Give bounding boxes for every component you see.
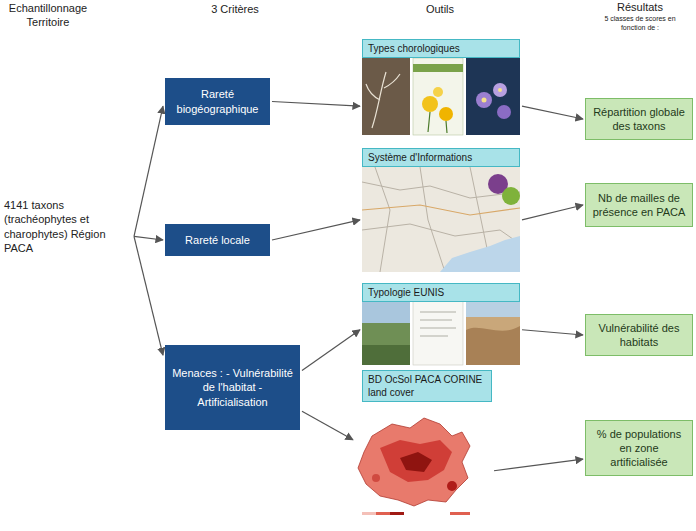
column-header: Outils — [400, 3, 480, 17]
node-text: % de populations en zone artificialisée — [592, 427, 686, 470]
column-header: Echantillonnage Territoire — [2, 2, 94, 30]
node-text: Menaces : - Vulnérabilité de l'habitat -… — [172, 366, 293, 409]
tool-header: BD OcSol PACA CORINE land cover — [362, 370, 492, 402]
tool-header: Système d'Informations — [362, 148, 520, 167]
node-text: 4141 taxons (trachéophytes et charophyte… — [4, 198, 132, 255]
node-text: Répartition globale des taxons — [592, 105, 686, 134]
arrow-connector — [134, 236, 163, 355]
arrow-connector — [522, 330, 583, 335]
tool-box: Système d'Informations — [362, 148, 520, 272]
criterion-box: Menaces : - Vulnérabilité de l'habitat -… — [165, 345, 300, 430]
node-text: Vulnérabilité des habitats — [592, 321, 686, 350]
eunis-photos — [362, 301, 520, 365]
column-subheader: 5 classes de scores en fonction de : — [598, 15, 682, 33]
tool-box: Types chorologiques — [362, 39, 520, 135]
node-text: Rareté locale — [172, 233, 263, 247]
sinp-map — [362, 167, 520, 272]
tool-box: BD OcSol PACA CORINE land cover — [355, 370, 492, 525]
result-box: % de populations en zone artificialisée — [585, 420, 693, 476]
result-box: Vulnérabilité des habitats — [585, 314, 693, 356]
arrow-connector — [134, 106, 163, 236]
arrow-connector — [522, 106, 583, 119]
criterion-box: Rareté locale — [165, 224, 270, 256]
source-text: 4141 taxons (trachéophytes et charophyte… — [4, 198, 132, 260]
node-text: Nb de mailles de présence en PACA — [592, 191, 686, 220]
arrow-connector — [134, 236, 163, 240]
arrow-connector — [272, 220, 360, 240]
column-header: Résultats — [600, 1, 680, 15]
arrow-connector — [494, 459, 583, 471]
tool-header: Typologie EUNIS — [362, 283, 520, 302]
arrow-connector — [272, 102, 360, 107]
arrow-connector — [522, 205, 583, 220]
arrow-connector — [302, 330, 360, 371]
tool-box: Typologie EUNIS — [362, 283, 520, 365]
result-box: Répartition globale des taxons — [585, 98, 693, 140]
flora-books — [362, 58, 520, 135]
column-header: 3 Critères — [190, 3, 280, 17]
artificialisation-map — [358, 418, 470, 515]
criterion-box: Rareté biogéographique — [165, 78, 270, 125]
result-box: Nb de mailles de présence en PACA — [585, 183, 693, 227]
tool-header: Types chorologiques — [362, 39, 520, 58]
arrow-connector — [302, 411, 353, 439]
node-text: Rareté biogéographique — [172, 87, 263, 116]
